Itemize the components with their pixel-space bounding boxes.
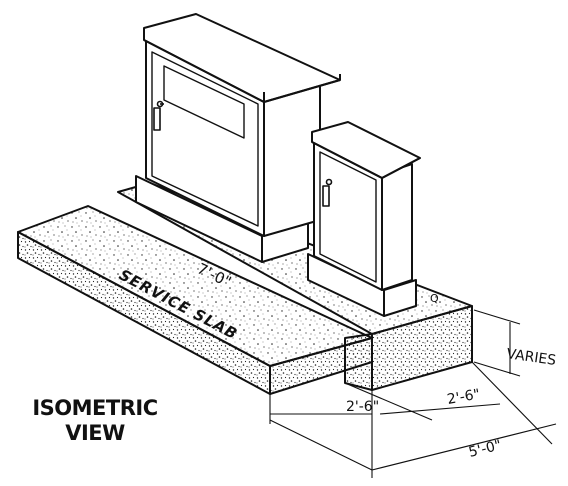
small-cabinet xyxy=(307,121,421,317)
large-cabinet xyxy=(135,13,341,263)
dim-right: 2'-6" xyxy=(446,386,481,408)
dim-total: 5'-0" xyxy=(467,437,503,461)
dim-varies: VARIES xyxy=(505,346,557,369)
view-title: ISOMETRIC VIEW xyxy=(20,396,170,446)
view-title-line2: VIEW xyxy=(65,421,125,445)
pad-mark: Q xyxy=(430,292,439,305)
view-title-line1: ISOMETRIC xyxy=(32,396,158,420)
dim-left: 2'-6" xyxy=(346,399,379,415)
service-slab xyxy=(17,205,373,395)
door-handle-icon xyxy=(153,100,164,131)
dimension-lines xyxy=(269,309,557,478)
door-handle-icon xyxy=(322,178,333,207)
